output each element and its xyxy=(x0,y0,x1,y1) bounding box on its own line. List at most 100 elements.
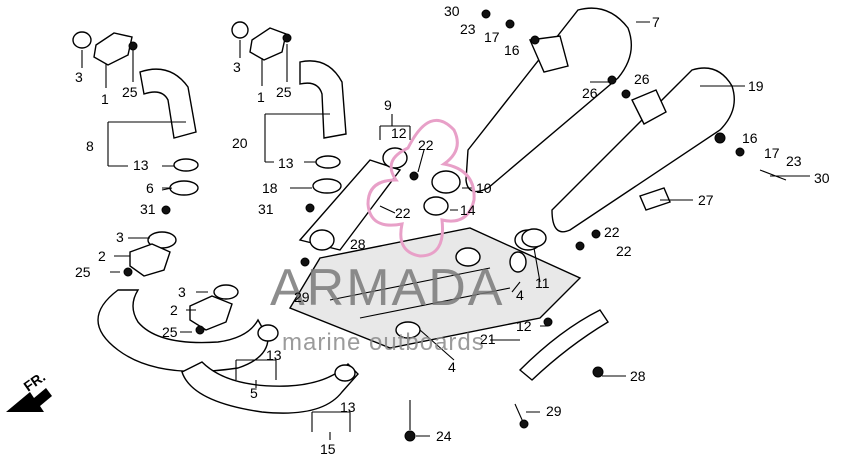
seal-13-left xyxy=(173,158,199,172)
callout-31: 31 xyxy=(258,201,274,217)
flange-lower-b xyxy=(189,295,233,331)
nut-center-top xyxy=(282,33,292,43)
pipe-15 xyxy=(181,361,359,414)
callout-25: 25 xyxy=(276,84,292,100)
bracket-26 xyxy=(631,89,667,125)
callout-28: 28 xyxy=(350,236,366,252)
callout-4: 4 xyxy=(516,287,524,303)
callout-13: 13 xyxy=(278,155,294,171)
grommet-16-right xyxy=(714,132,726,144)
callout-14: 14 xyxy=(460,202,476,218)
callout-30: 30 xyxy=(814,170,830,186)
callout-25: 25 xyxy=(75,264,91,280)
callout-3: 3 xyxy=(178,284,186,300)
callout-12: 12 xyxy=(516,318,532,334)
callout-29: 29 xyxy=(294,289,310,305)
callout-7: 7 xyxy=(652,14,660,30)
watermark-tagline: marine outboards xyxy=(282,329,485,356)
callout-2: 2 xyxy=(98,248,106,264)
callout-5: 5 xyxy=(250,385,258,401)
callout-29: 29 xyxy=(546,403,562,419)
muffler-19 xyxy=(551,67,735,233)
outlet-left xyxy=(455,247,481,267)
callout-11: 11 xyxy=(535,275,550,291)
callout-21: 21 xyxy=(480,331,496,347)
clamp-18 xyxy=(312,178,342,194)
callout-25: 25 xyxy=(162,324,178,340)
bolt-31-center xyxy=(305,203,315,213)
bolt-29-left xyxy=(300,257,310,267)
nut-17-top xyxy=(530,35,540,45)
gasket-left-top xyxy=(72,31,92,49)
front-arrow-icon xyxy=(6,388,52,412)
muffler-7 xyxy=(465,7,632,193)
callout-18: 18 xyxy=(262,180,278,196)
callout-10: 10 xyxy=(476,180,492,196)
pipe-left-top xyxy=(139,68,197,139)
flange-center-top xyxy=(249,27,287,61)
callout-17: 17 xyxy=(484,29,500,45)
flange-left-top xyxy=(93,32,133,66)
seal-13-5 xyxy=(257,324,279,342)
callout-23: 23 xyxy=(460,21,476,37)
ring-4 xyxy=(509,251,527,273)
seal-13-15 xyxy=(334,364,356,382)
watermark: ARMADA marine outboards xyxy=(270,118,502,356)
pipe-5 xyxy=(97,289,269,373)
callout-13: 13 xyxy=(266,347,282,363)
callout-24: 24 xyxy=(436,428,452,444)
bolt-28-right xyxy=(592,366,604,378)
bolt-22-right-a xyxy=(591,229,601,239)
callout-13: 13 xyxy=(340,399,356,415)
callout-28: 28 xyxy=(630,368,646,384)
callout-8: 8 xyxy=(86,138,94,154)
callout-1: 1 xyxy=(101,91,109,107)
callout-17: 17 xyxy=(764,145,780,161)
nut-26-side xyxy=(621,89,631,99)
nut-25-lower-a xyxy=(123,267,133,277)
callout-25: 25 xyxy=(122,84,138,100)
callout-13: 13 xyxy=(133,157,149,173)
gasket-lower-b xyxy=(213,284,239,300)
callout-3: 3 xyxy=(116,229,124,245)
nut-left-top xyxy=(128,41,138,51)
callout-12: 12 xyxy=(391,125,407,141)
nut-26-top xyxy=(607,75,617,85)
callout-1: 1 xyxy=(257,89,265,105)
callout-31: 31 xyxy=(140,201,156,217)
bolt-30-top xyxy=(481,9,491,19)
callout-2: 2 xyxy=(170,302,178,318)
seal-13-center xyxy=(315,155,341,169)
plate-27 xyxy=(639,187,671,211)
bolt-31-left xyxy=(161,205,171,215)
callout-22: 22 xyxy=(604,224,620,240)
callout-16: 16 xyxy=(504,42,520,58)
bolt-12-lower xyxy=(543,317,553,327)
clamp-6 xyxy=(169,180,199,196)
callout-16: 16 xyxy=(742,130,758,146)
callout-6: 6 xyxy=(146,180,154,196)
bolt-29-right xyxy=(519,419,529,429)
callout-19: 19 xyxy=(748,78,764,94)
callout-23: 23 xyxy=(786,153,802,169)
callout-4: 4 xyxy=(448,359,456,375)
gasket-center-top xyxy=(231,21,249,39)
callout-27: 27 xyxy=(698,192,714,208)
callout-30: 30 xyxy=(444,3,460,19)
callout-22: 22 xyxy=(418,137,434,153)
callout-3: 3 xyxy=(75,69,83,85)
callout-26: 26 xyxy=(582,85,598,101)
stay-21 xyxy=(518,309,609,381)
nut-25-lower-b xyxy=(195,325,205,335)
watermark-flower-icon xyxy=(366,118,476,258)
washer-17-right xyxy=(735,147,745,157)
washer-23-top xyxy=(505,19,515,29)
bolt-22-right-b xyxy=(575,241,585,251)
callout-15: 15 xyxy=(320,441,336,457)
bolt-24 xyxy=(404,430,416,442)
line-art xyxy=(6,7,810,442)
callout-9: 9 xyxy=(384,97,392,113)
flange-lower-a xyxy=(129,243,171,277)
